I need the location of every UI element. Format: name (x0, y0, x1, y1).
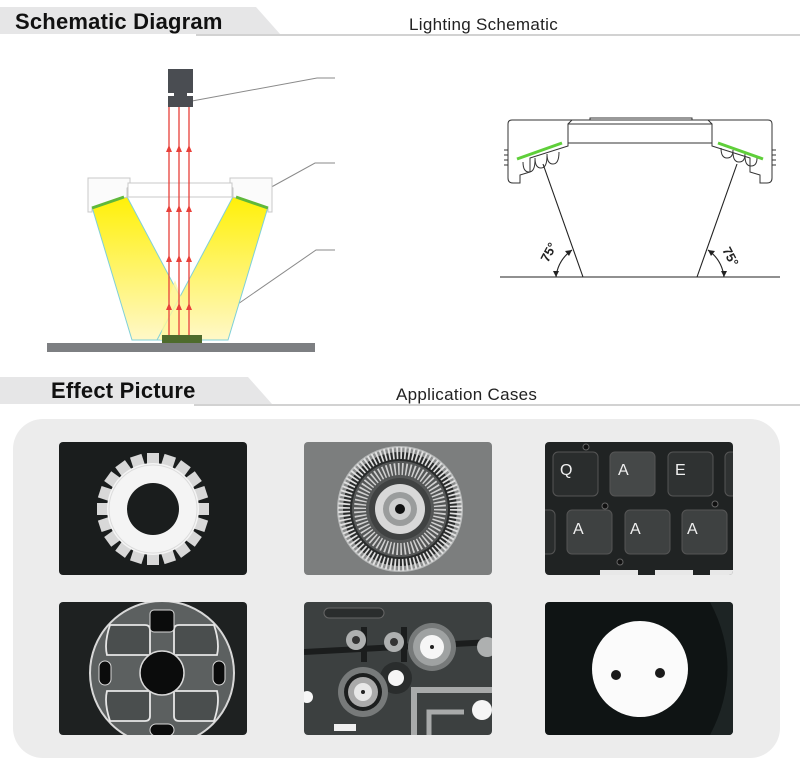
case-image-white-gear (59, 442, 247, 575)
key-label: Q (560, 462, 572, 479)
key-label: E (675, 462, 686, 479)
reflected-rays (168, 105, 190, 337)
case-image-encoder-disc (304, 442, 492, 575)
ray-arrowheads (166, 145, 192, 310)
angle-label-left: 75° (537, 240, 559, 264)
lighting-schematic-right: 75° 75° (500, 117, 780, 278)
schematic-section-header: Schematic Diagram Lighting Schematic (0, 0, 800, 40)
section-title-effect: Effect Picture (51, 378, 196, 403)
led-strip-right (717, 141, 764, 161)
case-image-white-button (545, 602, 733, 735)
banner-shape (0, 377, 800, 406)
ring-light-housing (87, 177, 273, 213)
key-label: A (687, 521, 698, 538)
banner-shape (0, 7, 800, 36)
key-label: A (630, 521, 641, 538)
stage-platform (47, 343, 315, 352)
case-image-metal-washer (59, 602, 247, 735)
section-subtitle-application: Application Cases (396, 385, 538, 404)
led-strip-right (235, 195, 269, 210)
case-image-keyboard-keys: Q A E A A A (545, 442, 733, 575)
effect-section-header: Effect Picture Application Cases (0, 372, 800, 412)
key-label: A (618, 462, 629, 479)
led-strip-left (91, 195, 125, 210)
case-image-machined-plate (304, 602, 492, 735)
key-label: A (573, 521, 584, 538)
angle-label-right: 75° (719, 244, 741, 268)
section-subtitle-lighting: Lighting Schematic (409, 15, 559, 34)
led-strip-left (516, 141, 563, 161)
target-object (162, 335, 202, 343)
camera-icon (168, 69, 193, 107)
section-title-schematic: Schematic Diagram (15, 9, 223, 34)
lighting-schematic-left (47, 69, 335, 352)
